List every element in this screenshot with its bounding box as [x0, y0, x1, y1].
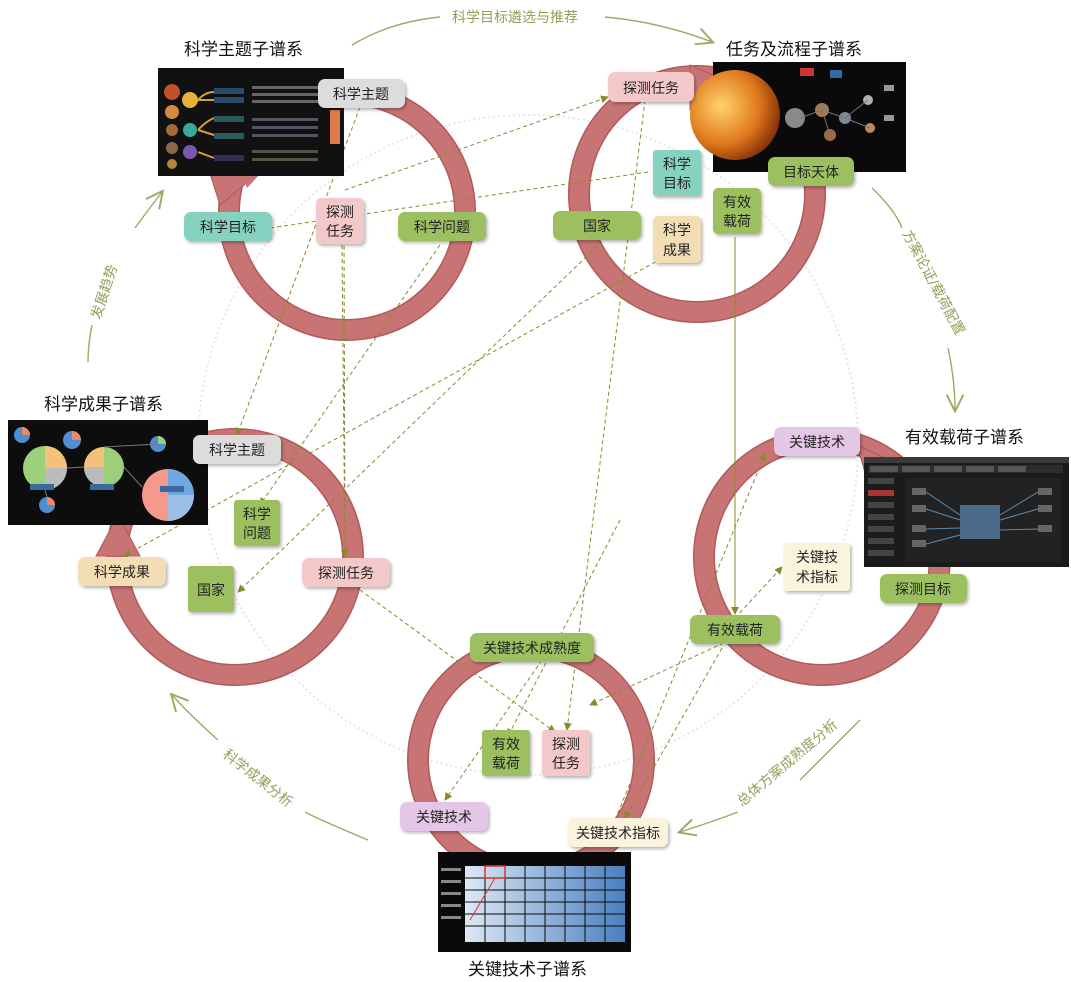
svg-text:目标: 目标 [663, 176, 691, 192]
node-pl-keytech[interactable]: 关键技术 [774, 427, 860, 456]
flow-arc-top-right [604, 16, 712, 42]
svg-text:科学: 科学 [243, 507, 271, 523]
flow-label-right: 方案论证/载荷配置 [898, 227, 968, 338]
flow-arc-left-2 [134, 192, 162, 229]
flow-arc-bottom-right [799, 719, 861, 781]
node-pl-index[interactable]: 关键技 术指标 [784, 543, 850, 591]
svg-text:科学: 科学 [663, 157, 691, 173]
svg-text:探测: 探测 [326, 205, 354, 221]
svg-text:探测任务: 探测任务 [318, 566, 374, 582]
node-st-mission[interactable]: 探测 任务 [316, 198, 364, 244]
node-kt-keytech[interactable]: 关键技术 [400, 802, 488, 831]
thumbnail-key-tech[interactable] [438, 852, 631, 952]
svg-text:国家: 国家 [197, 582, 225, 599]
thumbnail-science-results[interactable] [8, 420, 208, 525]
node-ms-result[interactable]: 科学 成果 [653, 216, 701, 263]
svg-text:任务: 任务 [326, 224, 354, 240]
node-st-goal[interactable]: 科学目标 [184, 212, 272, 241]
svg-text:关键技: 关键技 [796, 550, 838, 566]
svg-text:探测目标: 探测目标 [895, 582, 951, 598]
svg-text:有效载荷: 有效载荷 [707, 623, 763, 639]
svg-text:目标天体: 目标天体 [783, 165, 839, 181]
node-sr-country[interactable]: 国家 [188, 566, 234, 612]
svg-text:载荷: 载荷 [723, 214, 751, 230]
svg-text:成果: 成果 [663, 243, 691, 259]
subgraph-title-science-results: 科学成果子谱系 [44, 395, 163, 415]
svg-text:关键技术指标: 关键技术指标 [576, 826, 660, 842]
thumbnail-science-theme[interactable] [158, 68, 344, 176]
node-kt-payload[interactable]: 有效 载荷 [482, 730, 530, 776]
flow-label-top: 科学目标遴选与推荐 [452, 10, 578, 26]
node-ms-country[interactable]: 国家 [553, 211, 641, 240]
thumbnail-mission[interactable] [690, 62, 906, 172]
flow-label-bottom-left: 科学成果分析 [220, 747, 296, 811]
subgraph-title-mission: 任务及流程子谱系 [726, 40, 862, 60]
subgraph-title-key-tech: 关键技术子谱系 [468, 960, 587, 980]
svg-text:有效: 有效 [723, 195, 751, 211]
svg-text:科学主题: 科学主题 [333, 87, 389, 103]
node-ms-mission[interactable]: 探测任务 [608, 72, 694, 102]
flow-arc-bottom-right-2 [680, 811, 739, 832]
node-ms-payload[interactable]: 有效 载荷 [713, 188, 761, 234]
svg-text:问题: 问题 [243, 526, 271, 542]
flow-label-left: 发展趋势 [89, 263, 122, 321]
subgraph-title-payload: 有效载荷子谱系 [905, 428, 1024, 448]
svg-text:术指标: 术指标 [796, 570, 838, 586]
svg-text:科学: 科学 [663, 223, 691, 239]
dashed-connectors [123, 95, 783, 821]
svg-text:探测: 探测 [552, 737, 580, 753]
node-pl-payload[interactable]: 有效载荷 [690, 615, 780, 644]
svg-text:关键技术: 关键技术 [416, 810, 472, 826]
node-st-theme[interactable]: 科学主题 [318, 79, 405, 108]
svg-text:关键技术: 关键技术 [789, 435, 845, 451]
node-ms-body[interactable]: 目标天体 [768, 157, 854, 186]
flow-arc-right-bottom [948, 347, 955, 410]
svg-text:关键技术成熟度: 关键技术成熟度 [483, 641, 581, 657]
thumbnail-payload[interactable] [864, 457, 1069, 567]
node-sr-problem[interactable]: 科学 问题 [234, 500, 280, 546]
node-st-problem[interactable]: 科学问题 [398, 212, 486, 241]
svg-text:科学问题: 科学问题 [414, 220, 470, 236]
svg-text:探测任务: 探测任务 [623, 81, 679, 97]
flow-arc-left [87, 324, 93, 363]
flow-arc-top [351, 16, 441, 46]
node-sr-theme[interactable]: 科学主题 [193, 435, 281, 464]
svg-text:科学主题: 科学主题 [209, 443, 265, 459]
flow-arc-bottom-left-2 [172, 695, 219, 741]
node-kt-index[interactable]: 关键技术指标 [568, 818, 668, 847]
svg-text:科学目标: 科学目标 [200, 220, 256, 236]
node-sr-result[interactable]: 科学成果 [78, 557, 166, 586]
svg-text:载荷: 载荷 [492, 756, 520, 772]
svg-text:国家: 国家 [583, 218, 611, 235]
node-ms-goal[interactable]: 科学 目标 [653, 150, 701, 196]
ring-arrowhead [95, 513, 141, 557]
flow-arc-bottom-left [304, 811, 369, 841]
node-pl-target[interactable]: 探测目标 [880, 574, 967, 603]
svg-text:有效: 有效 [492, 737, 520, 753]
svg-text:任务: 任务 [552, 756, 580, 772]
svg-text:科学成果: 科学成果 [94, 565, 150, 581]
flow-label-bottom-right: 总体方案成熟度分析 [734, 716, 841, 810]
node-kt-mission[interactable]: 探测 任务 [542, 730, 590, 776]
subgraph-title-science-theme: 科学主题子谱系 [184, 40, 303, 60]
node-sr-mission[interactable]: 探测任务 [302, 558, 390, 587]
flow-arcs [87, 16, 955, 841]
node-kt-trl[interactable]: 关键技术成熟度 [470, 633, 594, 662]
flow-arc-right-top [871, 187, 903, 229]
